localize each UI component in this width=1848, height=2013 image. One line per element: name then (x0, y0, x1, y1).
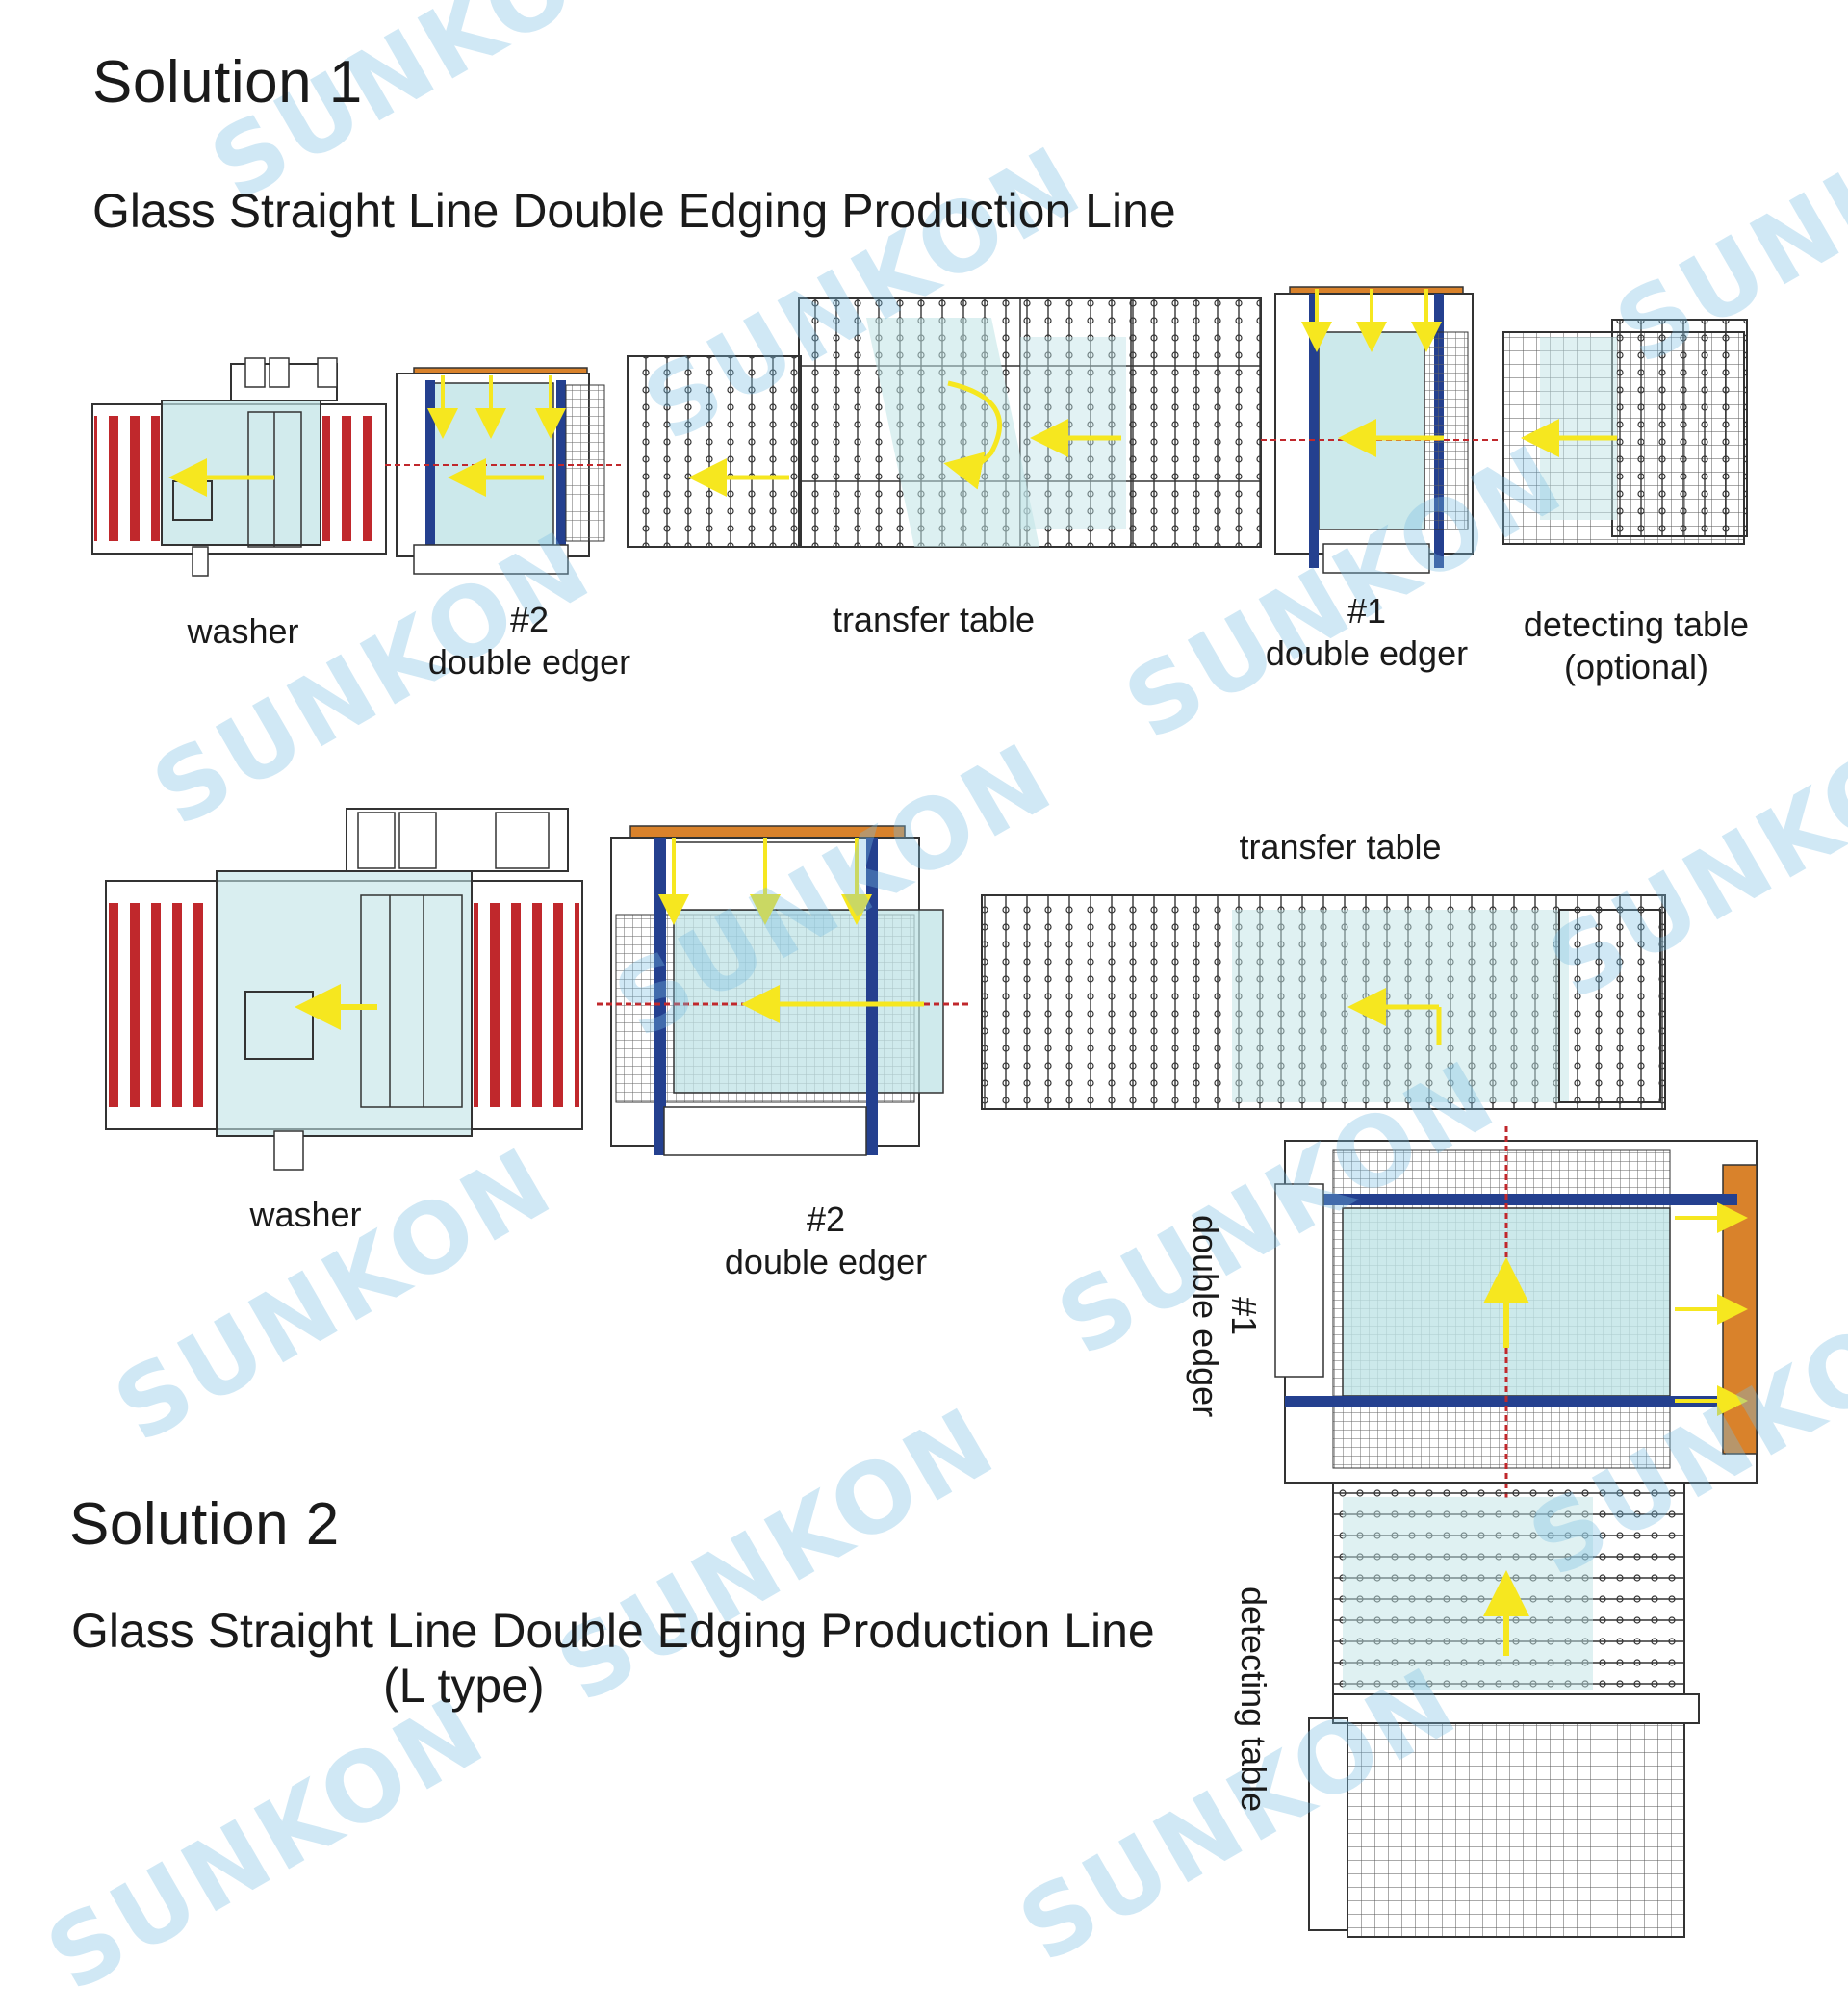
s2-edger2-number: #2 (806, 1200, 846, 1239)
solution1-drawing (91, 286, 1748, 577)
s2-edger1-name: double edger (1186, 1215, 1225, 1418)
s2-edger1-number: #1 (1224, 1297, 1264, 1336)
s1-edger1-name: double edger (1265, 633, 1469, 673)
s1-detecting-line1: detecting table (1523, 605, 1750, 644)
solution2-subtitle-line2: (L type) (383, 1659, 545, 1713)
solution2-heading: Solution 2 (69, 1491, 340, 1558)
s1-transfer-label: transfer table (832, 600, 1036, 639)
s1-edger2-unit (385, 367, 621, 575)
s2-edger1-unit (1274, 1126, 1758, 1502)
s2-edger1-label: #1 double edger (1186, 1215, 1264, 1418)
s1-transfer-table (627, 297, 1262, 548)
solution2-subtitle-line1: Glass Straight Line Double Edging Produc… (71, 1604, 1155, 1658)
s2-detecting-table (1308, 1482, 1700, 1938)
s1-edger1-unit (1261, 286, 1502, 574)
s2-washer-label: washer (249, 1195, 362, 1234)
s1-edger2-number: #2 (509, 600, 550, 639)
s1-washer-label: washer (187, 611, 299, 651)
solution1-subtitle: Glass Straight Line Double Edging Produc… (92, 184, 1176, 238)
s2-transfer-label: transfer table (1239, 827, 1442, 866)
s1-edger1-label: #1 double edger (1251, 590, 1482, 675)
s1-detecting-label: detecting table (optional) (1502, 604, 1771, 688)
s2-edger2-name: double edger (724, 1242, 928, 1281)
s2-edger2-unit (597, 825, 972, 1156)
s1-detecting-table (1502, 319, 1748, 545)
s1-detecting-line2: (optional) (1563, 647, 1709, 686)
s2-detecting-label: detecting table (1234, 1587, 1273, 1813)
s2-washer-unit (105, 808, 583, 1171)
s1-washer-unit (91, 357, 387, 577)
s1-edger1-number: #1 (1347, 591, 1387, 631)
solution2-drawing (105, 808, 1758, 1938)
s2-edger2-label: #2 double edger (710, 1199, 941, 1283)
solution1-heading: Solution 1 (92, 49, 363, 116)
s2-transfer-table (981, 894, 1666, 1110)
layout-drawing (91, 286, 1758, 1938)
s1-edger2-name: double edger (427, 642, 631, 682)
s1-edger2-label: #2 double edger (414, 599, 645, 684)
